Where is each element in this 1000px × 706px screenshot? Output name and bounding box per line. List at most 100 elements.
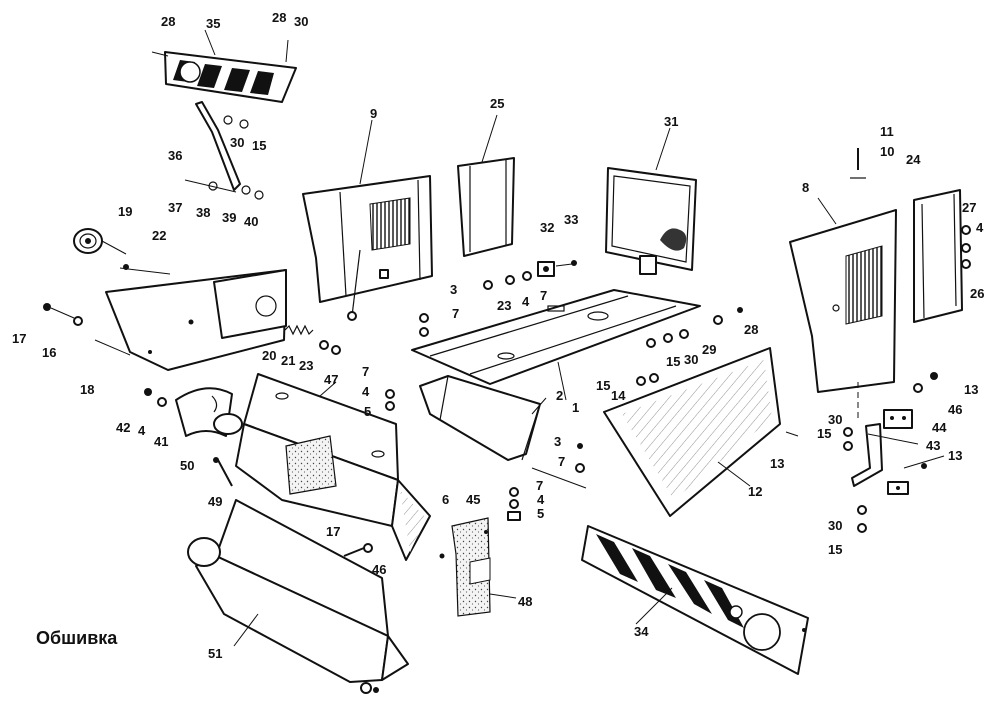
- label-part-22: 22: [152, 228, 166, 243]
- label-part-15: 15: [828, 542, 842, 557]
- label-part-13: 13: [770, 456, 784, 471]
- label-part-15: 15: [252, 138, 266, 153]
- label-part-19: 19: [118, 204, 132, 219]
- label-part-25: 25: [490, 96, 504, 111]
- channel-bracket: [419, 375, 547, 461]
- label-part-1: 1: [572, 400, 579, 415]
- label-part-14: 14: [611, 388, 626, 403]
- label-part-30: 30: [294, 14, 308, 29]
- window-frame: [605, 127, 697, 275]
- diagram-title: Обшивка: [36, 628, 118, 648]
- right-narrow-panel: [913, 189, 971, 323]
- label-part-30: 30: [828, 518, 842, 533]
- label-part-4: 4: [537, 492, 545, 507]
- label-part-9: 9: [370, 106, 377, 121]
- label-part-7: 7: [536, 478, 543, 493]
- pin-49-50: [213, 457, 233, 487]
- label-part-43: 43: [926, 438, 940, 453]
- duct-47: [213, 373, 431, 561]
- label-part-32: 32: [540, 220, 554, 235]
- bolt-17-16: [43, 303, 83, 326]
- label-part-7: 7: [558, 454, 565, 469]
- bolt-17-46-lower: [343, 543, 373, 557]
- label-part-27: 27: [962, 200, 976, 215]
- label-part-13: 13: [948, 448, 962, 463]
- label-part-42: 42: [116, 420, 130, 435]
- label-part-49: 49: [208, 494, 222, 509]
- duct-51: [187, 499, 409, 694]
- label-part-50: 50: [180, 458, 194, 473]
- label-part-4: 4: [138, 423, 146, 438]
- label-part-4: 4: [362, 384, 370, 399]
- label-part-4: 4: [522, 294, 530, 309]
- label-part-10: 10: [880, 144, 894, 159]
- door-panel: [302, 119, 433, 321]
- label-part-33: 33: [564, 212, 578, 227]
- label-part-13: 13: [964, 382, 978, 397]
- label-part-3: 3: [554, 434, 561, 449]
- label-part-31: 31: [664, 114, 678, 129]
- floor-plate: [411, 289, 701, 401]
- label-part-40: 40: [244, 214, 258, 229]
- label-part-38: 38: [196, 205, 210, 220]
- label-part-20: 20: [262, 348, 276, 363]
- label-part-35: 35: [206, 16, 220, 31]
- warning-panel-bottom: [581, 525, 809, 675]
- label-part-24: 24: [906, 152, 921, 167]
- nuts-right-plate: [636, 307, 743, 386]
- label-part-15: 15: [596, 378, 610, 393]
- clip-32-33: [537, 260, 577, 277]
- right-door: [789, 197, 897, 420]
- label-part-30: 30: [230, 135, 244, 150]
- label-part-15: 15: [666, 354, 680, 369]
- label-part-51: 51: [208, 646, 222, 661]
- label-part-2: 2: [556, 388, 563, 403]
- label-part-48: 48: [518, 594, 532, 609]
- label-part-23: 23: [299, 358, 313, 373]
- bolt-stacks: [385, 389, 587, 521]
- label-part-17: 17: [12, 331, 26, 346]
- label-part-18: 18: [80, 382, 94, 397]
- label-part-4: 4: [976, 220, 984, 235]
- label-part-34: 34: [634, 624, 649, 639]
- label-part-28: 28: [744, 322, 758, 337]
- label-part-3: 3: [450, 282, 457, 297]
- label-part-15: 15: [817, 426, 831, 441]
- label-part-36: 36: [168, 148, 182, 163]
- label-part-11: 11: [880, 124, 894, 139]
- label-part-26: 26: [970, 286, 984, 301]
- label-part-41: 41: [154, 434, 168, 449]
- washer-19: [73, 228, 171, 275]
- narrow-panel-25: [457, 114, 515, 257]
- label-part-6: 6: [442, 492, 449, 507]
- label-part-30: 30: [684, 352, 698, 367]
- pins-10-11: [850, 148, 866, 179]
- label-part-37: 37: [168, 200, 182, 215]
- sloped-panel: [603, 347, 781, 517]
- label-part-28: 28: [272, 10, 286, 25]
- label-part-45: 45: [466, 492, 480, 507]
- label-part-5: 5: [364, 404, 371, 419]
- bracket-43-44: [785, 372, 938, 533]
- label-part-7: 7: [362, 364, 369, 379]
- label-part-7: 7: [452, 306, 459, 321]
- warning-plate-top: [151, 29, 297, 103]
- plate-48: [439, 517, 517, 617]
- label-part-29: 29: [702, 342, 716, 357]
- spring-assembly: [284, 324, 341, 355]
- label-part-28: 28: [161, 14, 175, 29]
- label-part-8: 8: [802, 180, 809, 195]
- nuts-23-4-7: [419, 271, 532, 337]
- label-part-21: 21: [281, 353, 295, 368]
- label-part-17: 17: [326, 524, 340, 539]
- label-part-16: 16: [42, 345, 56, 360]
- label-part-44: 44: [932, 420, 947, 435]
- label-part-7: 7: [540, 288, 547, 303]
- label-part-39: 39: [222, 210, 236, 225]
- label-part-30: 30: [828, 412, 842, 427]
- label-part-12: 12: [748, 484, 762, 499]
- left-side-panel: [94, 269, 287, 371]
- label-part-46: 46: [372, 562, 386, 577]
- label-part-23: 23: [497, 298, 511, 313]
